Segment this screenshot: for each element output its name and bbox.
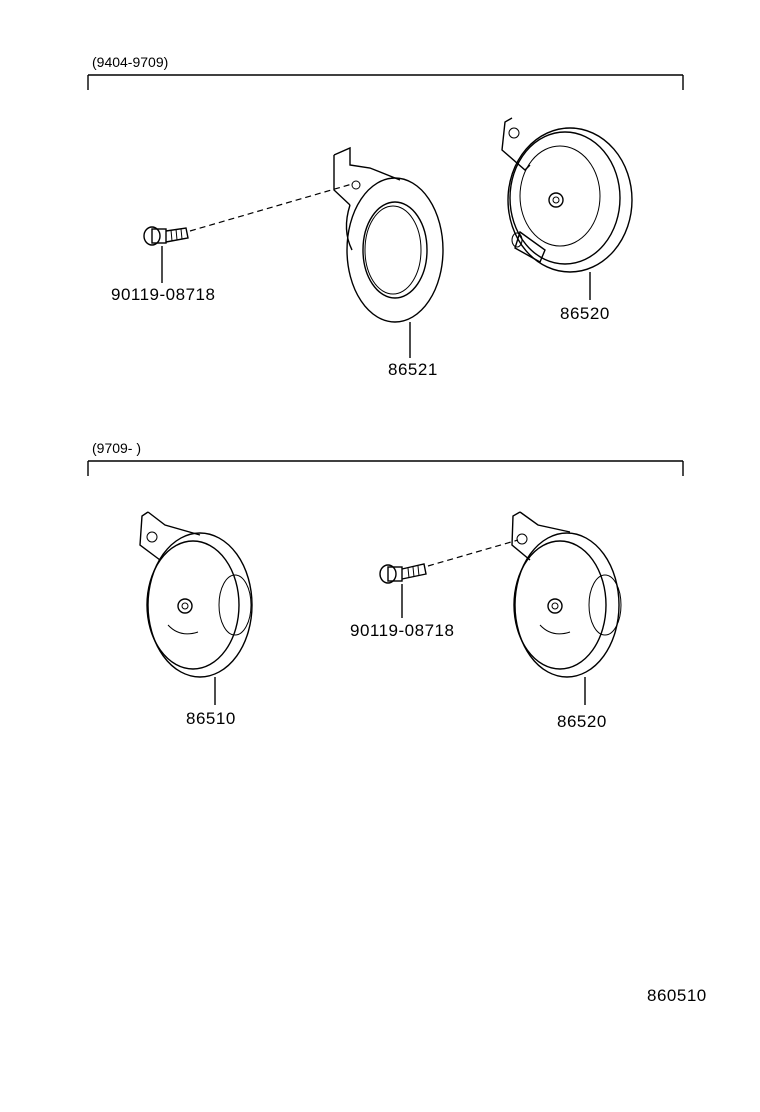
section-1-date-range: (9404-9709) [92,54,169,70]
bolt-icon [143,226,189,283]
part-number-bolt: 90119-08718 [350,621,455,640]
figure-number: 860510 [647,986,707,1005]
horn-icon [501,117,633,300]
horn-icon [139,511,253,705]
horn-icon [511,511,622,705]
bolt-leader-dashed [427,539,519,567]
part-number-horn-high: 86520 [557,712,607,731]
bolt-leader-dashed [189,183,353,232]
horn-bracket-icon [333,146,444,358]
part-number-horn-low: 86510 [186,709,236,728]
part-number-bolt: 90119-08718 [111,285,216,304]
section-1-frame [87,74,684,90]
bolt-icon [379,563,427,618]
part-number-bracket: 86521 [388,360,438,379]
part-number-horn: 86520 [560,304,610,323]
section-2-date-range: (9709- ) [92,440,142,456]
section-2-frame [87,460,684,476]
